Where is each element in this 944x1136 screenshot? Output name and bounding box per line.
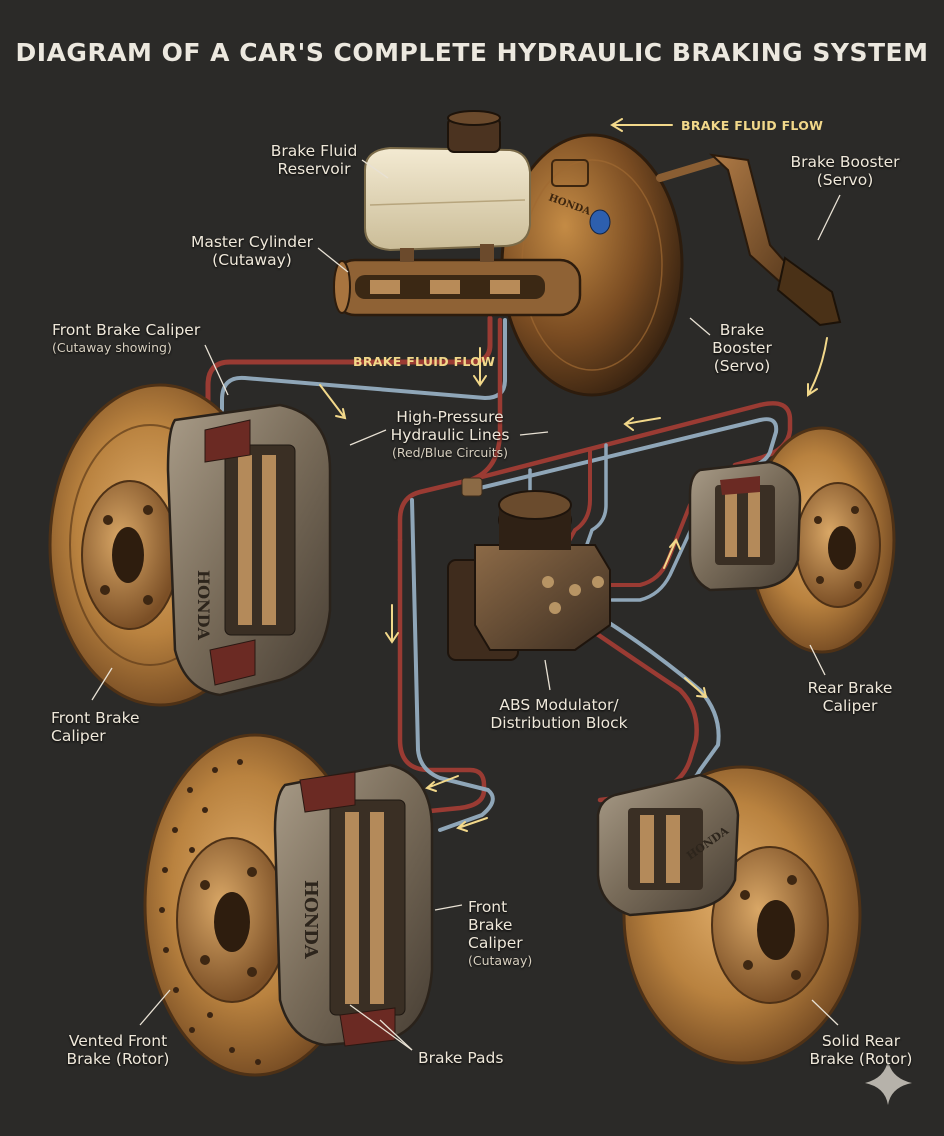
- blue-line-front-left: [220, 318, 507, 412]
- line-clip: [461, 477, 483, 497]
- label-front-brake-caliper-bottom: Front Brake Caliper (Cutaway): [468, 898, 533, 968]
- label-brake-booster-mid: Brake Booster (Servo): [712, 321, 772, 375]
- master-cylinder-assembly: [333, 110, 582, 317]
- label-rear-brake-caliper: Rear Brake Caliper: [807, 679, 893, 715]
- leader-lines: [91, 159, 841, 1051]
- brake-booster-assembly: HONDA: [500, 133, 842, 397]
- blue-line-lower-front: [410, 498, 495, 832]
- brake-fluid-reservoir: [364, 146, 531, 252]
- red-line-to-abs: [563, 448, 592, 550]
- diagram-title: DIAGRAM OF A CAR'S COMPLETE HYDRAULIC BR…: [15, 38, 929, 67]
- lower-front-brake-assembly: HONDA: [143, 733, 434, 1077]
- label-brake-booster-top: Brake Booster (Servo): [790, 153, 900, 189]
- flow-label-middle: BRAKE FLUID FLOW: [353, 354, 496, 369]
- brake-pedal-pad: [776, 256, 842, 327]
- rear-right-brake-assembly: [688, 426, 896, 654]
- label-solid-rear-rotor: Solid Rear Brake (Rotor): [809, 1032, 913, 1068]
- label-abs-modulator: ABS Modulator/ Distribution Block: [490, 696, 628, 732]
- label-hydraulic-lines: High-Pressure Hydraulic Lines (Red/Blue …: [390, 408, 510, 460]
- flow-label-top: BRAKE FLUID FLOW: [681, 118, 824, 133]
- label-front-brake-caliper-left: Front Brake Caliper: [51, 709, 140, 745]
- red-line-front-left: [205, 315, 493, 403]
- blue-line-abs-rear-right: [610, 508, 702, 602]
- label-brake-pads: Brake Pads: [418, 1049, 504, 1067]
- label-master-cylinder: Master Cylinder (Cutaway): [190, 233, 314, 269]
- front-left-brake-assembly: HONDA: [48, 383, 332, 707]
- flow-arrows: [319, 118, 828, 832]
- pushrod: [656, 156, 724, 182]
- label-vented-front-rotor: Vented Front Brake (Rotor): [66, 1032, 170, 1068]
- red-line-lower-front: [397, 537, 487, 815]
- label-front-brake-caliper-top: Front Brake Caliper (Cutaway showing): [52, 321, 201, 355]
- label-brake-fluid-reservoir: Brake Fluid Reservoir: [270, 142, 358, 178]
- front-left-caliper-brand: HONDA: [194, 570, 213, 641]
- blue-line-to-abs: [583, 443, 608, 552]
- sparkle-icon: [865, 1060, 912, 1105]
- lower-rear-brake-assembly: HONDA: [596, 765, 862, 1065]
- abs-modulator: [447, 490, 611, 661]
- lower-front-caliper-brand: HONDA: [300, 880, 321, 960]
